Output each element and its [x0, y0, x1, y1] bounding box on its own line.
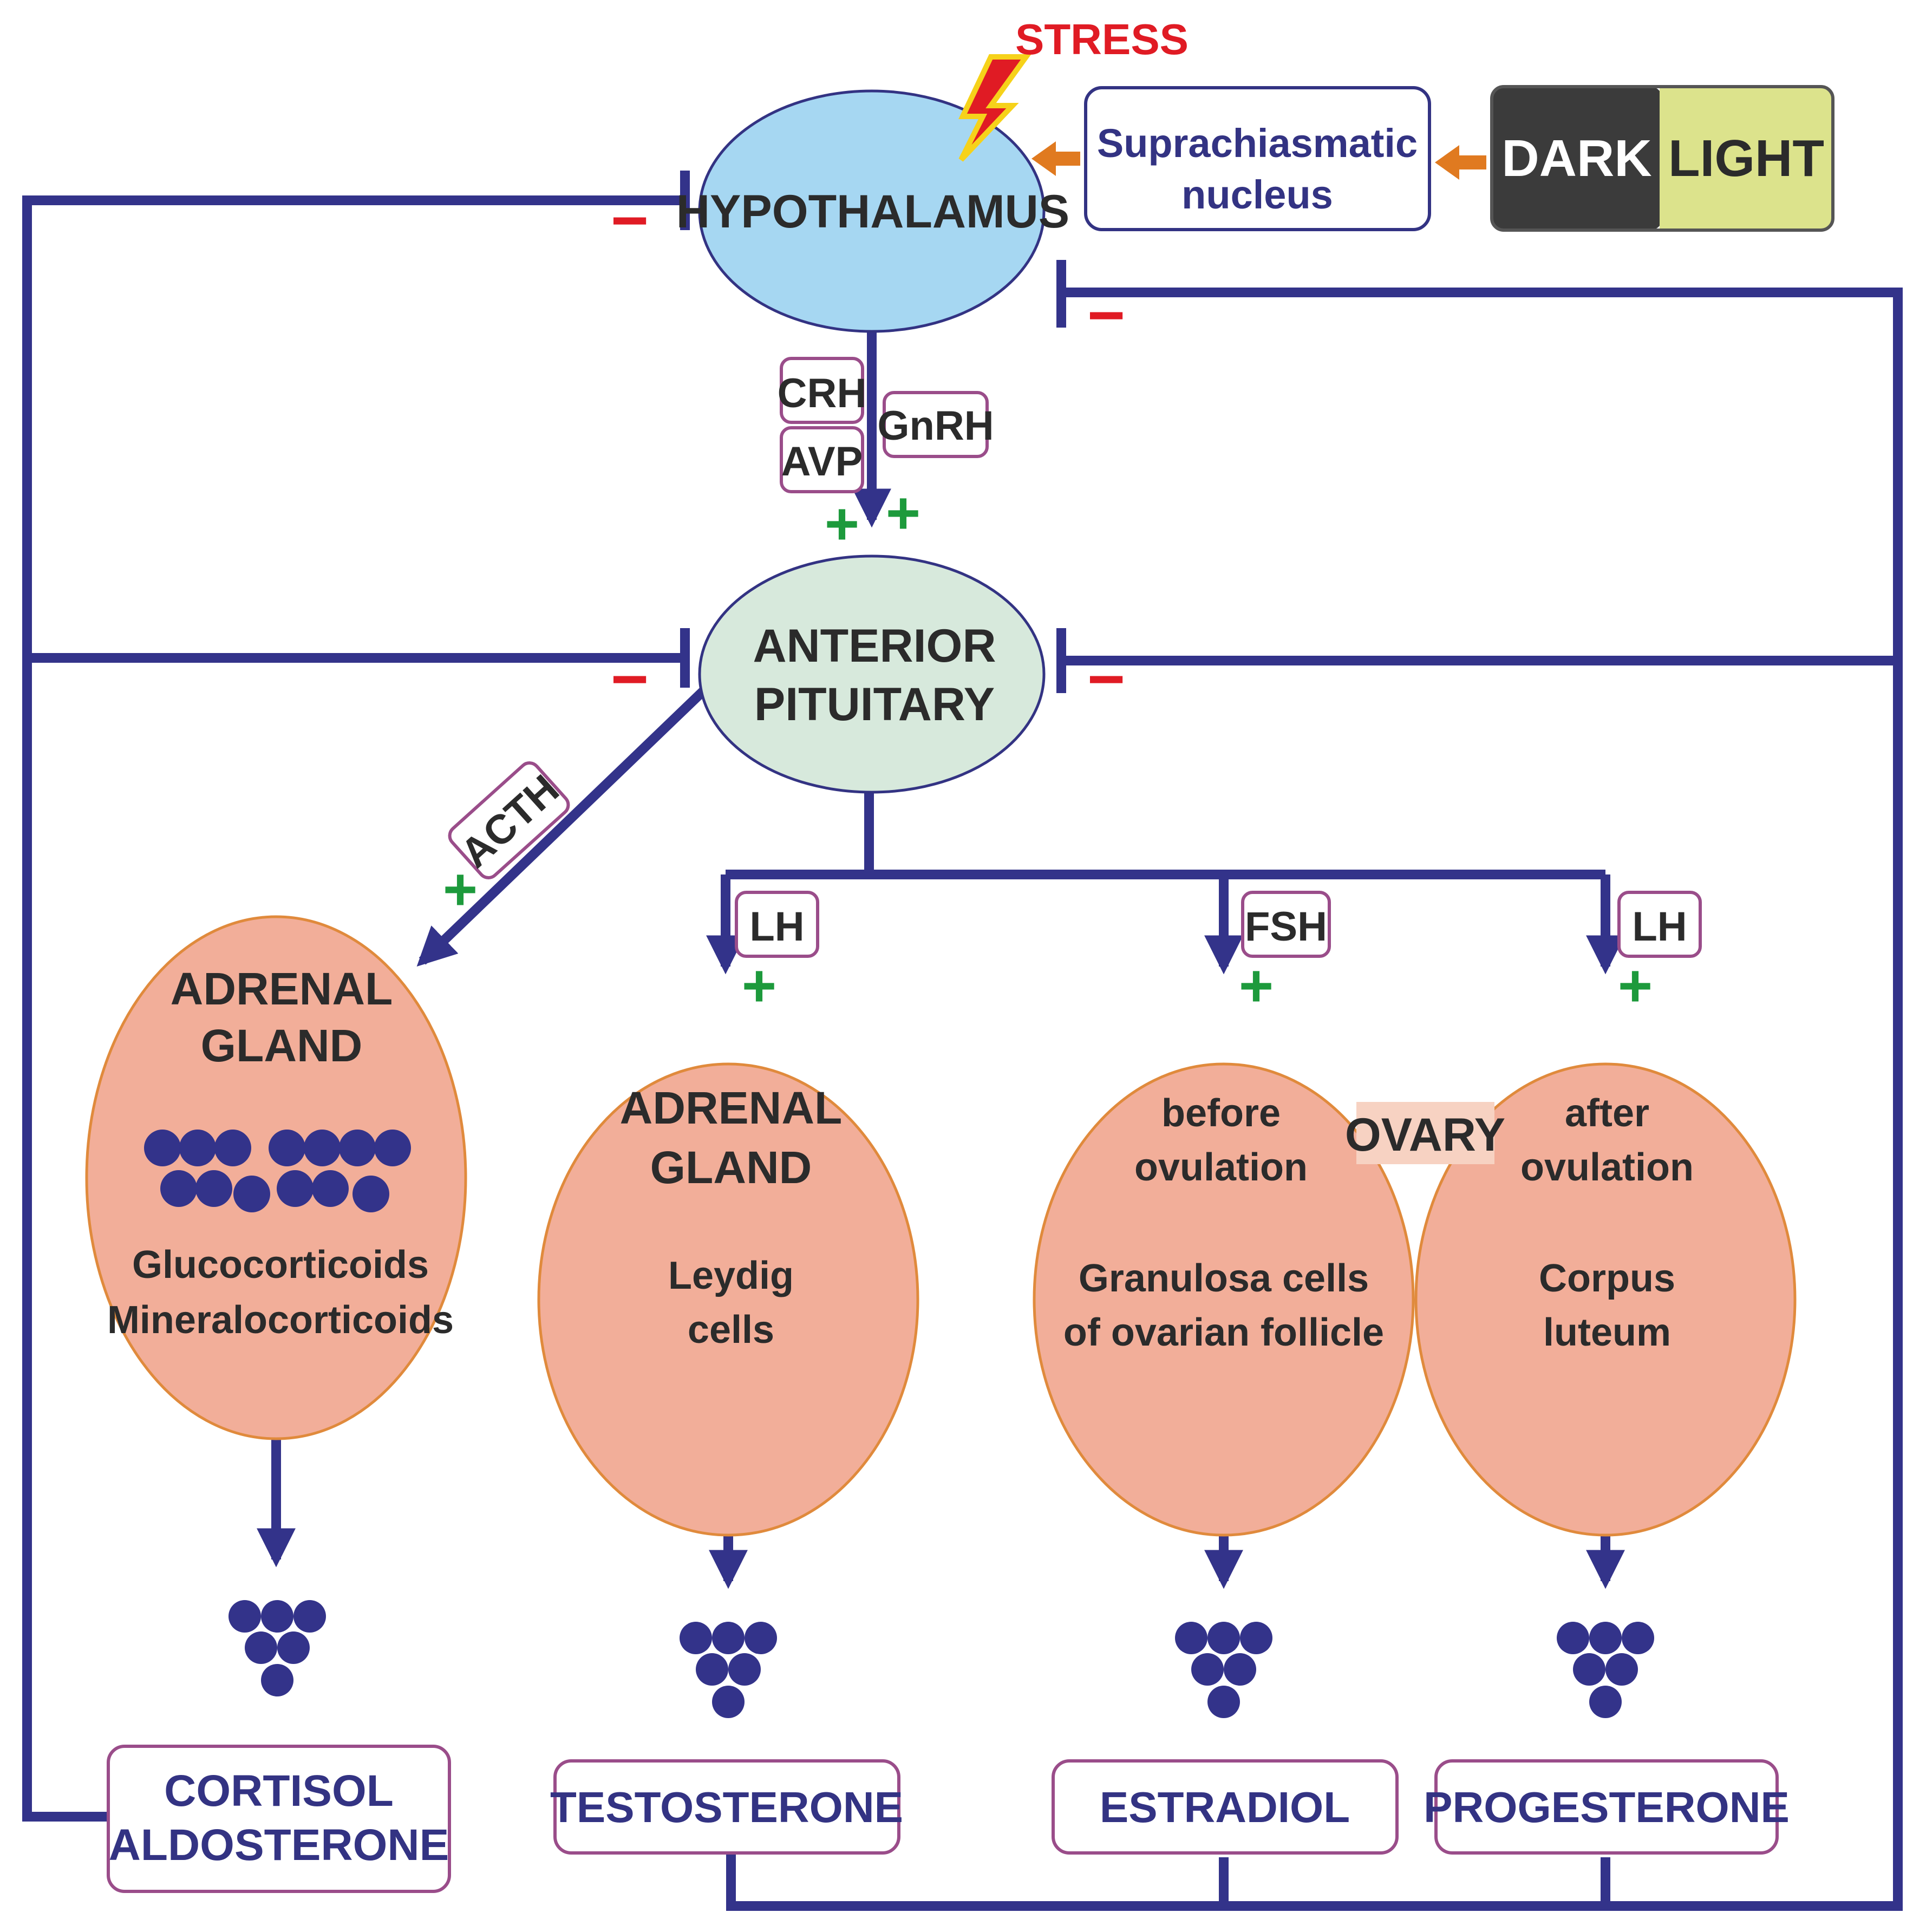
- testis-gland: ADRENAL GLAND Leydig cells: [537, 1062, 919, 1537]
- adrenal-cells-line1: Glucocorticoids: [132, 1243, 429, 1287]
- stimulatory-arrows: [257, 330, 1625, 1589]
- svg-text:TESTOSTERONE: TESTOSTERONE: [550, 1783, 903, 1831]
- gnrh-label-box: GnRH: [877, 391, 994, 458]
- hypothalamus-inhibit-sign-left: −: [611, 184, 649, 257]
- svg-text:PROGESTERONE: PROGESTERONE: [1424, 1783, 1790, 1831]
- light-dark-box: DARK LIGHT: [1490, 85, 1834, 232]
- svg-text:LH: LH: [749, 904, 804, 950]
- testosterone-box: TESTOSTERONE: [550, 1759, 903, 1855]
- fsh-label-box: FSH: [1241, 891, 1331, 958]
- acth-stimulate-sign: +: [443, 856, 478, 923]
- cortisol-label: CORTISOL: [164, 1766, 394, 1816]
- luteum-cells-line2: luteum: [1543, 1311, 1671, 1354]
- hypothalamus-node: [698, 89, 1046, 333]
- avp-label-box: AVP: [780, 426, 864, 493]
- progesterone-box: PROGESTERONE: [1424, 1759, 1790, 1855]
- light-label: LIGHT: [1668, 129, 1824, 187]
- ovary-follicle-gland: before ovulation Granulosa cells of ovar…: [1033, 1062, 1415, 1537]
- light-panel: [1660, 87, 1833, 230]
- hypothalamus-label: HYPOTHALAMUS: [676, 186, 1069, 238]
- luteum-phase-line1: after: [1565, 1092, 1649, 1135]
- dark-label: DARK: [1501, 129, 1651, 187]
- scn-label-line2: nucleus: [1181, 172, 1333, 217]
- pituitary-inhibit-sign-left: −: [611, 643, 649, 715]
- adrenal-gland: ADRENAL GLAND Glucocorticoids Mineraloco…: [85, 915, 467, 1440]
- crh-stimulate-sign: +: [825, 491, 859, 557]
- acth-arrow: [416, 687, 708, 967]
- follicle-cells-line2: of ovarian follicle: [1063, 1311, 1384, 1354]
- cortisol-feedback-line: [22, 195, 685, 1822]
- svg-text:CRH: CRH: [778, 370, 867, 416]
- svg-text:OVARY: OVARY: [1345, 1109, 1505, 1161]
- scn-to-hypothalamus-arrow: [1031, 141, 1080, 176]
- svg-text:ESTRADIOL: ESTRADIOL: [1100, 1783, 1350, 1831]
- estradiol-box: ESTRADIOL: [1052, 1759, 1399, 1855]
- pituitary-label-line2: PITUITARY: [754, 678, 995, 730]
- luteum-phase-line2: ovulation: [1520, 1146, 1694, 1189]
- fsh-stimulate-sign: +: [1239, 952, 1274, 1019]
- svg-text:AVP: AVP: [781, 439, 863, 485]
- adrenal-cell-granules-icon: [144, 1130, 411, 1212]
- lh-testis-stimulate-sign: +: [742, 952, 776, 1019]
- scn-box: Suprachiasmatic nucleus: [1084, 86, 1431, 231]
- svg-text:FSH: FSH: [1245, 904, 1327, 950]
- testis-title-line2: GLAND: [650, 1142, 812, 1193]
- testis-cells-line2: cells: [688, 1308, 774, 1352]
- luteum-cells-line1: Corpus: [1539, 1257, 1675, 1300]
- hormone-granule-cluster-icon: [228, 1600, 1654, 1718]
- crh-label-box: CRH: [778, 357, 867, 424]
- stress-label: STRESS: [1015, 15, 1189, 63]
- svg-text:GnRH: GnRH: [877, 403, 994, 449]
- ovary-label: OVARY: [1345, 1102, 1505, 1164]
- light-to-scn-arrow: [1435, 145, 1486, 180]
- adrenal-cells-line2: Mineralocorticoids: [107, 1298, 454, 1342]
- follicle-phase-line1: before: [1161, 1092, 1281, 1135]
- pituitary-label-line1: ANTERIOR: [753, 620, 996, 672]
- gnrh-stimulate-sign: +: [886, 480, 920, 546]
- negative-feedback-lines: [22, 171, 1903, 1911]
- aldosterone-label: ALDOSTERONE: [109, 1820, 449, 1870]
- dark-panel: [1492, 87, 1662, 230]
- testis-title-line1: ADRENAL: [620, 1082, 843, 1133]
- ovary-luteum-gland: after ovulation Corpus luteum: [1414, 1062, 1797, 1537]
- scn-label-line1: Suprachiasmatic: [1097, 121, 1418, 166]
- hypothalamus-inhibit-sign-right: −: [1087, 279, 1125, 351]
- gonadal-feedback-line: [726, 288, 1903, 1911]
- pituitary-inhibit-sign-right: −: [1087, 643, 1125, 715]
- lh-ovary-label-box: LH: [1617, 891, 1702, 958]
- lightning-bolt-icon: [958, 54, 1031, 162]
- anterior-pituitary-node: [698, 554, 1046, 794]
- adrenal-title-line2: GLAND: [201, 1020, 363, 1071]
- lh-ovary-stimulate-sign: +: [1618, 952, 1653, 1019]
- svg-text:LH: LH: [1632, 904, 1687, 950]
- adrenal-title-line1: ADRENAL: [171, 963, 393, 1014]
- lh-testis-label-box: LH: [735, 891, 819, 958]
- testis-cells-line1: Leydig: [668, 1254, 794, 1297]
- follicle-cells-line1: Granulosa cells: [1079, 1257, 1369, 1300]
- follicle-phase-line2: ovulation: [1134, 1146, 1308, 1189]
- cortisol-aldosterone-box: CORTISOL ALDOSTERONE: [107, 1745, 451, 1893]
